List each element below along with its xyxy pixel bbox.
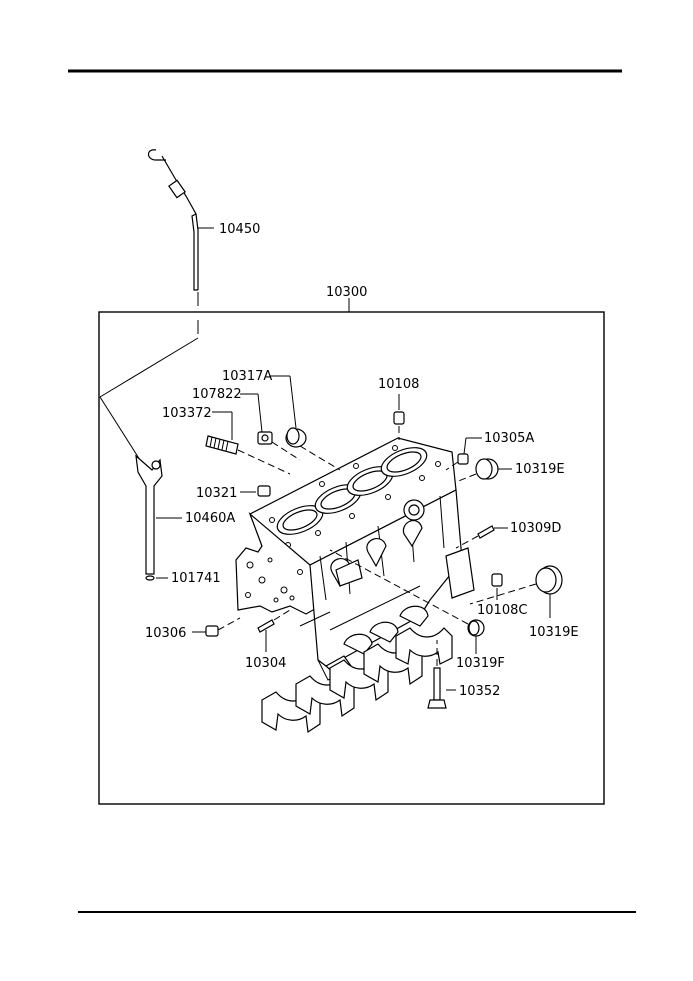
bearing-caps bbox=[261, 627, 453, 734]
pin-10309d bbox=[455, 525, 508, 549]
seal-10319e-lower bbox=[469, 565, 563, 618]
plug-10321 bbox=[240, 485, 271, 497]
stud-103372 bbox=[205, 411, 291, 475]
plug-10305a bbox=[445, 437, 482, 471]
label-10319e-lower: 10319E bbox=[529, 625, 579, 640]
label-10108c: 10108C bbox=[477, 603, 527, 618]
label-103372: 103372 bbox=[162, 406, 212, 421]
dowel-10108c bbox=[491, 573, 503, 600]
stud-10304 bbox=[257, 609, 291, 652]
label-10450: 10450 bbox=[219, 222, 260, 237]
label-10319e-upper: 10319E bbox=[515, 462, 565, 477]
label-10108: 10108 bbox=[378, 377, 419, 392]
dipstick-part bbox=[99, 149, 214, 461]
label-10317a: 10317A bbox=[222, 369, 272, 384]
label-10460a: 10460A bbox=[185, 511, 235, 526]
plug-10319e-upper bbox=[455, 458, 512, 483]
label-10306: 10306 bbox=[145, 626, 186, 641]
guide-tube-part bbox=[135, 454, 182, 581]
plug-10306 bbox=[192, 617, 241, 637]
label-10352: 10352 bbox=[459, 684, 500, 699]
cylinder-block bbox=[235, 437, 475, 685]
assembly-frame bbox=[98, 311, 605, 805]
label-10304: 10304 bbox=[245, 656, 286, 671]
label-10321: 10321 bbox=[196, 486, 237, 501]
dowel-10108 bbox=[393, 394, 405, 440]
label-101741: 101741 bbox=[171, 571, 221, 586]
plug-10317a bbox=[270, 375, 341, 471]
label-10319f: 10319F bbox=[456, 656, 505, 671]
label-10309d: 10309D bbox=[510, 521, 561, 536]
label-10305a: 10305A bbox=[484, 431, 534, 446]
bolt-10352 bbox=[427, 640, 456, 709]
bolt-107822 bbox=[240, 393, 301, 461]
plug-10319f bbox=[329, 549, 485, 654]
label-107822: 107822 bbox=[192, 387, 242, 402]
label-10300: 10300 bbox=[326, 285, 367, 300]
